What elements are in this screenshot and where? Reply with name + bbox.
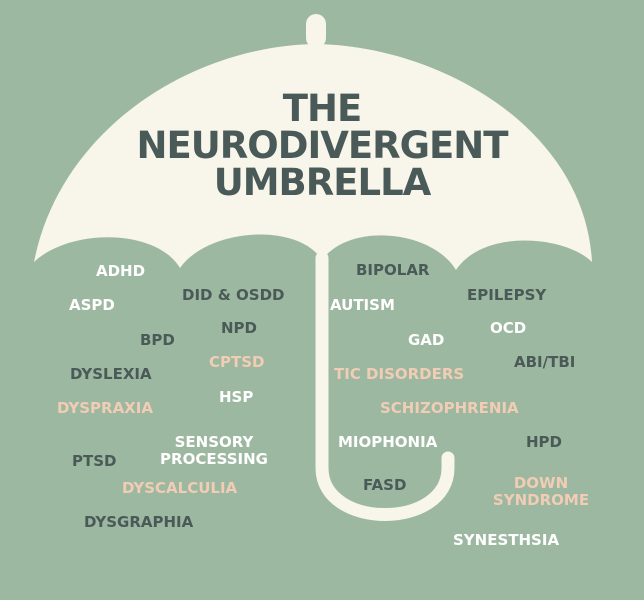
term-did-osdd: DID & OSDD <box>182 286 285 304</box>
term-tic-disorders: TIC DISORDERS <box>334 365 465 383</box>
term-schizophrenia: SCHIZOPHRENIA <box>380 399 519 417</box>
term-miophonia: MIOPHONIA <box>338 433 438 451</box>
term-hsp: HSP <box>219 388 254 406</box>
term-synesthsia: SYNESTHSIA <box>453 531 560 549</box>
term-sensory-processing: SENSORY PROCESSING <box>152 434 276 468</box>
term-gad: GAD <box>408 331 445 349</box>
term-dyscalculia: DYSCALCULIA <box>122 479 238 497</box>
term-sensory-processing-line-2: PROCESSING <box>160 450 268 468</box>
term-down-syndrome-line-2: SYNDROME <box>492 491 590 509</box>
page-title: THE NEURODIVERGENT UMBRELLA <box>0 90 644 201</box>
term-down-syndrome: DOWN SYNDROME <box>480 475 602 509</box>
umbrella-canopy <box>34 44 592 270</box>
term-npd: NPD <box>221 319 257 337</box>
title-line-2: NEURODIVERGENT <box>136 124 509 167</box>
title-line-3: UMBRELLA <box>213 161 432 204</box>
title-line-1: THE <box>282 87 362 130</box>
term-abi-tbi: ABI/TBI <box>514 353 576 371</box>
umbrella-tip <box>306 14 326 48</box>
term-dysgraphia: DYSGRAPHIA <box>84 513 194 531</box>
term-ocd: OCD <box>490 319 527 337</box>
term-adhd: ADHD <box>96 262 146 280</box>
term-cptsd: CPTSD <box>209 353 265 371</box>
term-dyspraxia: DYSPRAXIA <box>57 399 153 417</box>
term-epilepsy: EPILEPSY <box>467 286 547 304</box>
term-down-syndrome-line-1: DOWN <box>513 474 569 492</box>
term-bipolar: BIPOLAR <box>356 261 430 279</box>
term-aspd: ASPD <box>69 296 115 314</box>
term-hpd: HPD <box>526 433 562 451</box>
term-bpd: BPD <box>140 331 175 349</box>
term-dyslexia: DYSLEXIA <box>70 365 152 383</box>
term-sensory-processing-line-1: SENSORY <box>174 433 254 451</box>
term-ptsd: PTSD <box>72 452 117 470</box>
term-fasd: FASD <box>363 476 407 494</box>
term-autism: AUTISM <box>330 296 395 314</box>
umbrella-handle <box>315 251 455 521</box>
